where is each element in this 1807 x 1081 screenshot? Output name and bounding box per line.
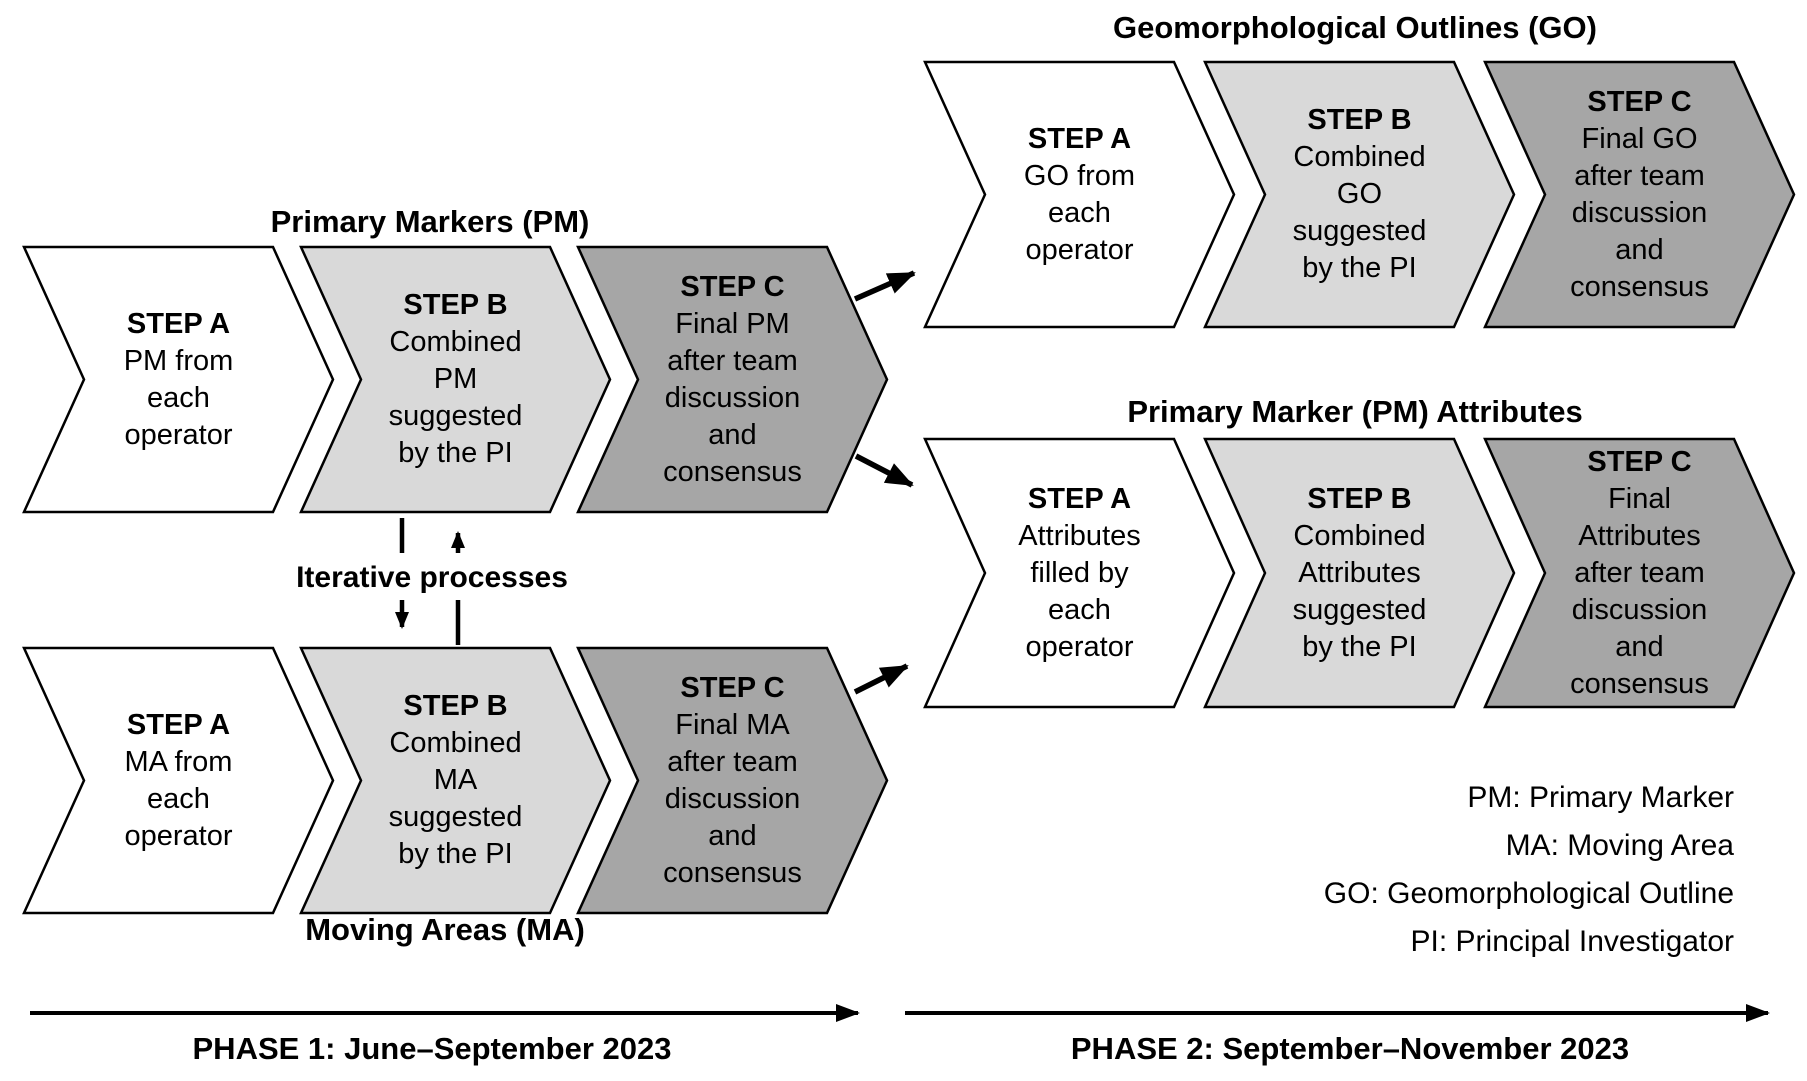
attributes-step-c-chevron <box>1483 437 1796 709</box>
pm-step-b-chevron <box>299 245 612 514</box>
pm-step-a-chevron <box>22 245 335 514</box>
arrow-ma-to-attributes <box>853 663 909 695</box>
ma-step-b-chevron <box>299 646 612 915</box>
legend-line-pm: PM: Primary Marker <box>1467 781 1734 814</box>
iterative-processes-label: Iterative processes <box>296 561 568 594</box>
attributes-step-b-chevron <box>1203 437 1516 709</box>
legend-line-go: GO: Geomorphological Outline <box>1323 877 1734 910</box>
attributes-step-a-chevron <box>923 437 1236 709</box>
ma-step-a-chevron <box>22 646 335 915</box>
legend: PM: Primary Marker MA: Moving Area GO: G… <box>1324 774 1734 966</box>
go-step-c-chevron <box>1483 60 1796 329</box>
pm-step-c-chevron <box>576 245 889 514</box>
arrow-pm-to-attributes <box>854 453 914 488</box>
go-group-title: Geomorphological Outlines (GO) <box>1113 10 1597 45</box>
phase2-label: PHASE 2: September–November 2023 <box>1070 1031 1630 1066</box>
go-step-a-chevron <box>923 60 1236 329</box>
pm-group-title: Primary Markers (PM) <box>270 204 590 239</box>
legend-line-pi: PI: Principal Investigator <box>1410 925 1734 958</box>
phase1-label: PHASE 1: June–September 2023 <box>192 1031 672 1066</box>
attributes-group-title: Primary Marker (PM) Attributes <box>1127 394 1583 429</box>
arrow-pm-to-go <box>853 270 916 302</box>
go-step-b-chevron <box>1203 60 1516 329</box>
legend-line-ma: MA: Moving Area <box>1505 829 1734 862</box>
ma-step-c-chevron <box>576 646 889 915</box>
ma-group-title: Moving Areas (MA) <box>305 912 585 947</box>
